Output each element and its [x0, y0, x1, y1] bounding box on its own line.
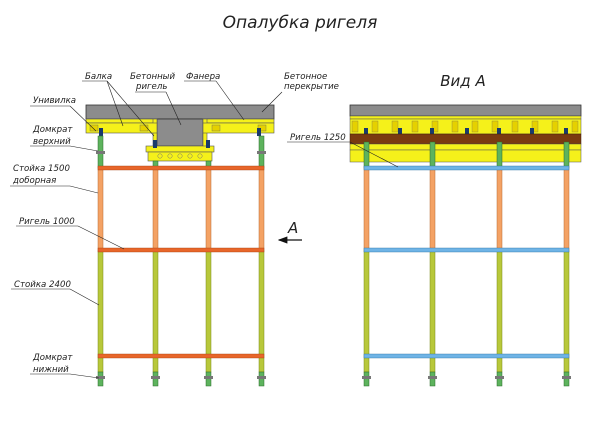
label-betonnoe: Бетонное [284, 72, 327, 82]
label-rigel-1250: Ригель 1250 [290, 133, 346, 143]
bottom-jacks-right [362, 371, 571, 387]
label-stoyka-1500: Стойка 1500 [13, 164, 70, 174]
beam-bottom-support [145, 140, 215, 162]
beam-left [85, 122, 275, 136]
beams-right [349, 118, 582, 135]
view-arrow-a: А [277, 219, 302, 244]
label-domkrat-top: Домкрат [32, 125, 73, 135]
label-betonny: Бетонный [130, 72, 175, 82]
label-nizhny: нижний [33, 365, 69, 375]
posts-1500-right [363, 167, 570, 252]
plywood-right [349, 115, 582, 120]
label-rigel-word: ригель [135, 82, 167, 92]
label-univilka: Унивилка [33, 96, 76, 106]
label-rigel-1000: Ригель 1000 [19, 217, 75, 227]
ledgers-left [97, 165, 265, 359]
label-domkrat-bottom: Домкрат [32, 353, 73, 363]
label-balka: Балка [85, 72, 112, 82]
label-verkhny: верхний [33, 137, 71, 147]
right-view: Ригель 1250 [287, 104, 582, 387]
slab-right [349, 104, 582, 117]
drawing-title: Опалубка ригеля [223, 13, 378, 33]
label-fanera: Фанера [186, 72, 220, 82]
arrow-a-label: А [287, 219, 298, 237]
bottom-jacks-left [96, 371, 266, 387]
label-perekrytie: перекрытие [284, 82, 339, 92]
label-dobornaya: доборная [12, 176, 56, 186]
ledgers-right [363, 165, 570, 359]
posts-1500-left [97, 167, 265, 252]
left-view [85, 104, 275, 387]
view-a-title: Вид А [440, 72, 485, 90]
top-jacks-right [363, 141, 570, 169]
label-stoyka-2400: Стойка 2400 [14, 280, 71, 290]
brown-beam-right [349, 133, 582, 163]
fork-clamps-right [364, 128, 568, 138]
left-labels: Балка Бетонный ригель Фанера Бетонное пе… [10, 72, 339, 379]
